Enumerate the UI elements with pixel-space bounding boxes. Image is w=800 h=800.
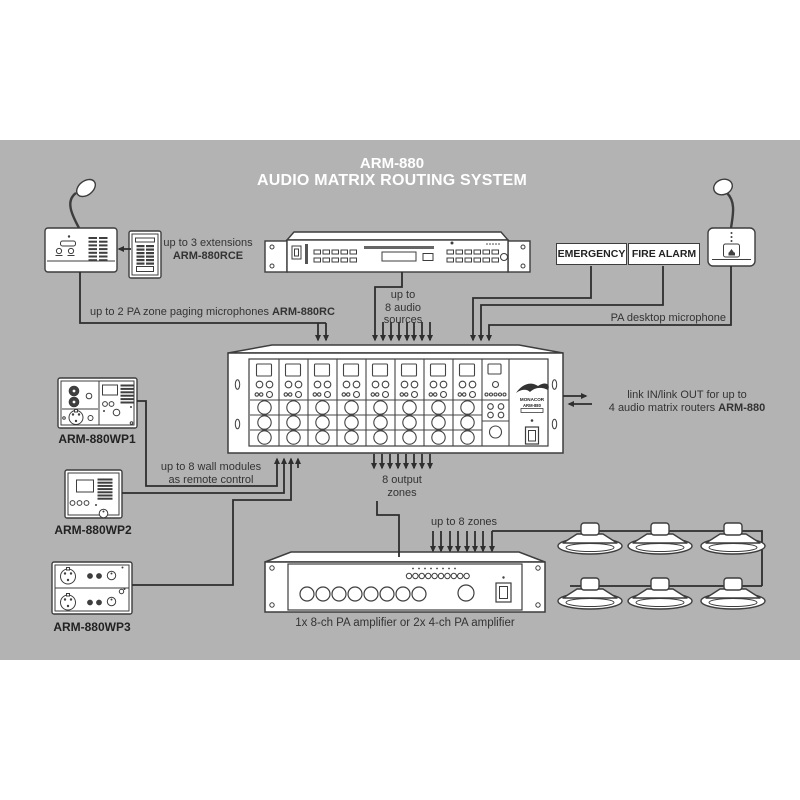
wp1-label: ARM-880WP1 <box>58 432 136 446</box>
usb-port <box>422 253 434 261</box>
title-system: AUDIO MATRIX ROUTING SYSTEM <box>257 172 527 189</box>
ceiling-speaker <box>627 522 693 555</box>
display <box>102 384 118 396</box>
ceiling-speaker <box>557 522 623 555</box>
wall-module-wp1 <box>57 377 138 429</box>
matrix-brand-text: MONACOR <box>520 397 545 402</box>
zone-leds <box>412 567 456 570</box>
xlr-connector <box>60 593 76 611</box>
knob <box>98 508 109 519</box>
wall-module-wp2 <box>64 469 123 519</box>
master-knob <box>457 584 475 602</box>
ceiling-speaker <box>700 577 766 610</box>
ceiling-speaker <box>557 577 623 610</box>
button-grid <box>136 245 154 265</box>
link-note: link IN/link OUT for up to 4 audio matri… <box>608 389 766 414</box>
button-grill <box>97 478 113 500</box>
ceiling-speaker <box>627 577 693 610</box>
xlr-connector <box>60 567 76 585</box>
gooseneck <box>69 192 81 229</box>
wp2-label: ARM-880WP2 <box>54 523 132 537</box>
audio-source-player <box>264 231 531 273</box>
desktop-mic-note: PA desktop microphone <box>610 312 726 324</box>
audio-sources-note: up to 8 audio sources <box>383 289 423 326</box>
knob <box>106 570 117 581</box>
button-grill <box>120 384 135 404</box>
wiring <box>79 246 732 586</box>
knob <box>106 596 117 607</box>
cd-slot <box>364 246 434 249</box>
diagram-title: ARM-880 AUDIO MATRIX ROUTING SYSTEM <box>0 155 784 190</box>
emergency-box: EMERGENCY <box>556 243 627 265</box>
matrix-master-strip <box>482 359 510 446</box>
xlr-connector <box>68 409 84 425</box>
button-grid <box>313 249 357 263</box>
wp3-label: ARM-880WP3 <box>53 620 131 634</box>
button-grid <box>446 249 499 263</box>
extensions-note: up to 3 extensions ARM-880RCE <box>163 237 253 262</box>
title-model: ARM-880 <box>359 155 425 172</box>
amplifier-caption: 1x 8-ch PA amplifier or 2x 4-ch PA ampli… <box>295 617 515 629</box>
output-zones-note: 8 output zones <box>382 474 422 499</box>
mic-capsule <box>713 178 733 196</box>
matrix-brand-section: MONACOR ARM-880 <box>516 383 549 445</box>
matrix-model-text: ARM-880 <box>523 403 542 408</box>
pa-amplifier <box>264 551 546 613</box>
display <box>76 479 94 493</box>
fire-alarm-box: FIRE ALARM <box>628 243 700 265</box>
ceiling-speakers <box>557 522 766 610</box>
mic-capsule <box>75 178 97 198</box>
paging-mic-station <box>44 178 118 273</box>
monacor-logo-bird <box>516 383 549 393</box>
zone-buttons <box>405 572 470 580</box>
rce-extension-module <box>128 230 162 279</box>
gooseneck <box>726 192 735 229</box>
wall-modules-note: up to 8 wall modules as remote control <box>160 461 262 486</box>
display <box>381 251 417 262</box>
desktop-mic-station <box>707 178 756 267</box>
ceiling-speaker <box>700 522 766 555</box>
button-grid <box>88 237 108 262</box>
channel-knobs <box>299 586 427 602</box>
wall-module-wp3 <box>51 561 133 615</box>
up-to-8-zones-note: up to 8 zones <box>431 516 498 528</box>
matrix-router: MONACOR ARM-880 <box>227 344 564 454</box>
